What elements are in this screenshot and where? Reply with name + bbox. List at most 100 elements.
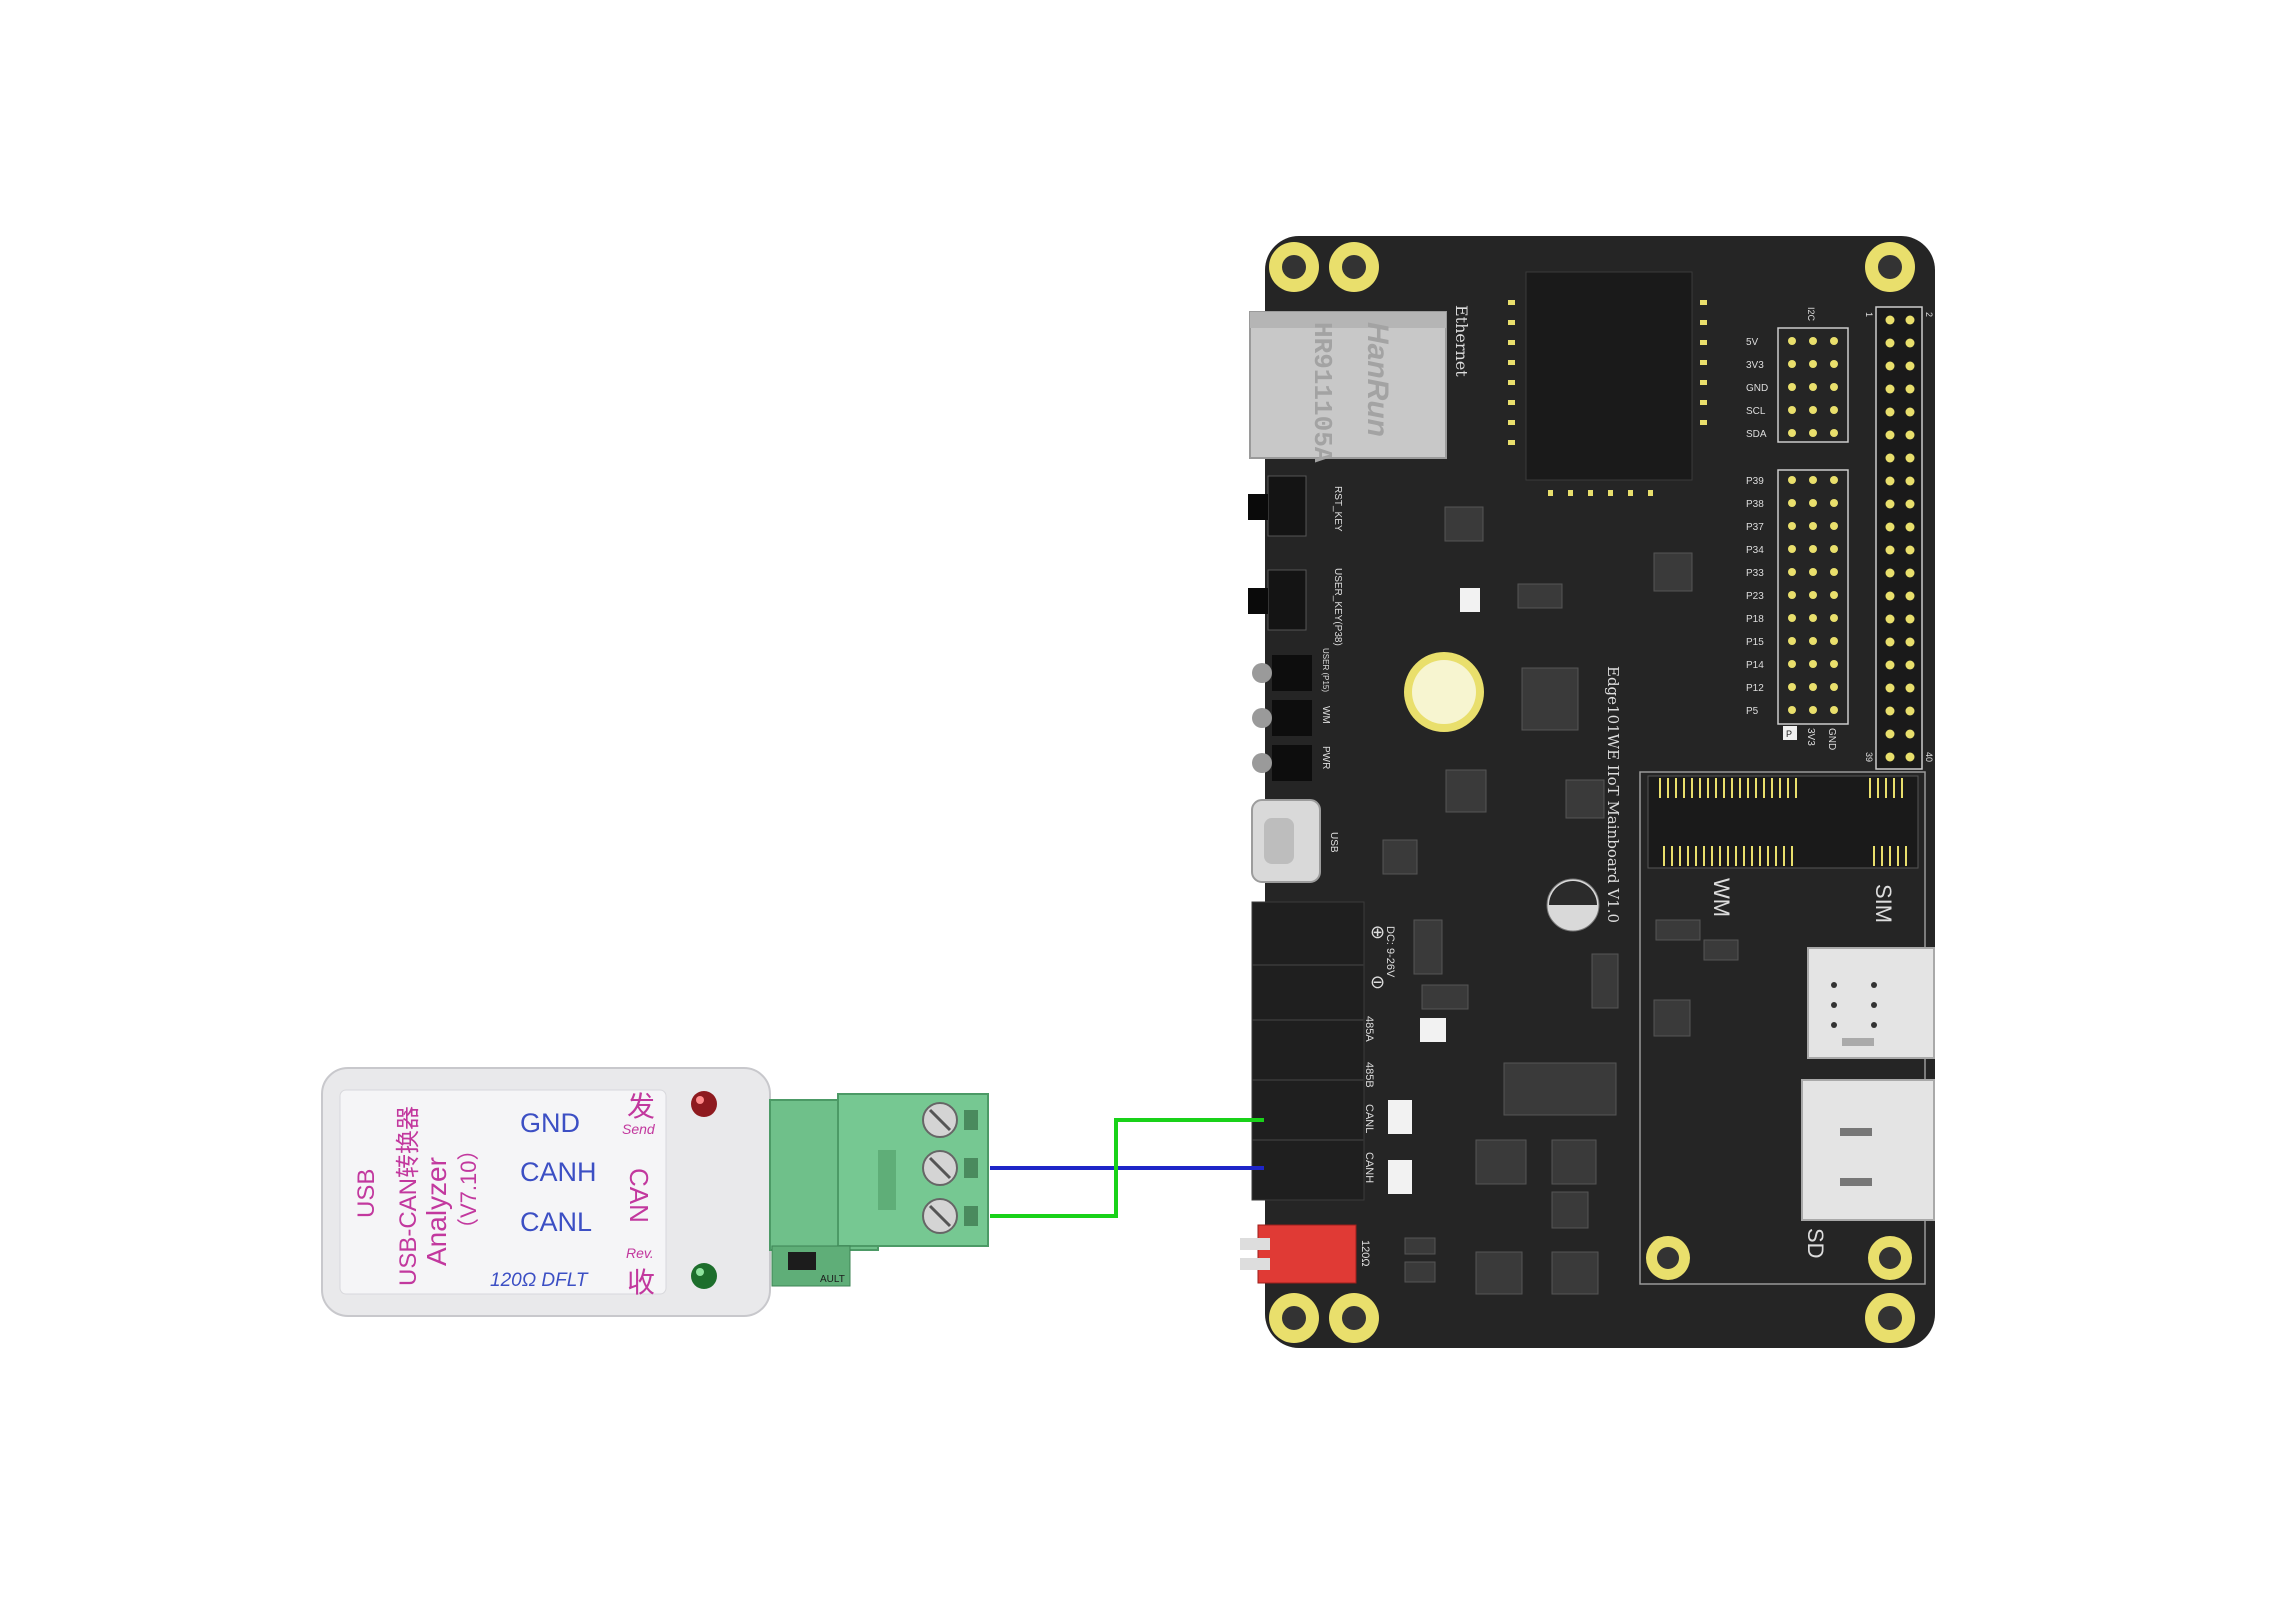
board-components: [1382, 506, 1739, 1295]
rj45-brand: HanRun: [1361, 322, 1394, 437]
usb-can-adapter: USB USB-CAN转换器 Analyzer （V7.10） GND CANH…: [321, 1067, 989, 1317]
ethernet-jack[interactable]: [1249, 311, 1447, 459]
soc-pads: [1508, 300, 1707, 496]
adapter-label-panel: [339, 1089, 667, 1295]
adapter-rev-en: Rev.: [626, 1245, 654, 1261]
terminal-screws: [922, 1102, 958, 1234]
pin-header-40: [1875, 306, 1923, 770]
header-pin: [1885, 499, 1895, 509]
i2c-pins: [1788, 337, 1838, 437]
i2c-pin-scl: SCL: [1746, 406, 1766, 417]
wire-canl-green: [990, 1118, 1264, 1218]
gpio-pin-p39: P39: [1746, 476, 1764, 487]
header-pin: [1885, 660, 1895, 670]
rst-key-label: RST_KEY: [1332, 486, 1343, 532]
header-pin: [1885, 384, 1895, 394]
led-label-wm: WM: [1320, 706, 1331, 724]
header-pin: [1905, 568, 1915, 578]
header-pin: [1905, 683, 1915, 693]
gpio-bottom-label-3v3: 3V3: [1805, 728, 1816, 746]
terminal-label-485a: 485A: [1363, 1016, 1375, 1042]
gpio-pin-p23: P23: [1746, 591, 1764, 602]
i2c-pin-gnd: GND: [1746, 383, 1768, 394]
header-pin: [1905, 752, 1915, 762]
adapter-title-en: Analyzer: [421, 1157, 452, 1266]
gpio-pins: [1788, 476, 1838, 714]
board-title: Edge101WE IIoT Mainboard V1.0: [1604, 666, 1622, 923]
adapter-pin-gnd: GND: [520, 1108, 580, 1138]
header-pin: [1885, 522, 1895, 532]
header-number-40: 40: [1924, 752, 1934, 762]
header-pin: [1905, 384, 1915, 394]
header-pin: [1905, 476, 1915, 486]
i2c-pin-3v3: 3V3: [1746, 360, 1764, 371]
header-pin: [1885, 568, 1895, 578]
sd-slot-label: SD: [1803, 1228, 1828, 1259]
terminal-label-canh: CANH: [1363, 1152, 1375, 1183]
sd-card-slot[interactable]: [1801, 1079, 1935, 1221]
header-pin: [1885, 361, 1895, 371]
header-pin: [1905, 499, 1915, 509]
dc-input-label: DC: 9-26V: [1384, 926, 1396, 978]
resistor-120-label: 120Ω: [1359, 1240, 1371, 1267]
header-pin: [1885, 453, 1895, 463]
header-pin: [1885, 476, 1895, 486]
wires: [990, 1118, 1264, 1218]
gpio-pin-p14: P14: [1746, 660, 1764, 671]
adapter-recv-cn: 收: [627, 1267, 655, 1298]
i2c-header-label: I2C: [1806, 307, 1816, 322]
header-pin: [1905, 729, 1915, 739]
user-key-button[interactable]: [1267, 569, 1307, 631]
header-pin: [1905, 637, 1915, 647]
header-number-39: 39: [1864, 752, 1874, 762]
wm-slot-label: WM: [1709, 878, 1734, 917]
adapter-usb-label: USB: [353, 1169, 380, 1218]
header-pin: [1905, 453, 1915, 463]
header-pin: [1905, 315, 1915, 325]
dc-plus-symbol: ⊕: [1370, 922, 1385, 942]
header-pin: [1905, 706, 1915, 716]
header-pin: [1905, 338, 1915, 348]
adapter-send-cn: 发: [627, 1091, 655, 1122]
gpio-pin-p37: P37: [1746, 522, 1764, 533]
header-pin: [1885, 683, 1895, 693]
adapter-pin-canh: CANH: [520, 1157, 597, 1187]
user-key-label: USER_KEY(P38): [1332, 568, 1343, 646]
gpio-pin-p34: P34: [1746, 545, 1764, 556]
terminal-label-canl: CANL: [1363, 1104, 1375, 1133]
header-number-1: 1: [1864, 312, 1874, 317]
header-pin: [1885, 407, 1895, 417]
termination-jumper[interactable]: [1257, 1224, 1357, 1284]
rst-key-button[interactable]: [1267, 475, 1307, 537]
i2c-header: [1777, 327, 1849, 443]
adapter-pin-canl: CANL: [520, 1207, 592, 1237]
i2c-pin-5v: 5V: [1746, 337, 1759, 348]
header-pin: [1885, 591, 1895, 601]
header-pin: [1905, 361, 1915, 371]
header-pin: [1905, 545, 1915, 555]
header-pin: [1885, 315, 1895, 325]
header-pin: [1885, 752, 1895, 762]
gpio-pin-p15: P15: [1746, 637, 1764, 648]
header-pin: [1885, 729, 1895, 739]
pin-header-40-pins: [1885, 315, 1915, 762]
gpio-pin-p12: P12: [1746, 683, 1764, 694]
header-pin: [1885, 614, 1895, 624]
terminal-label-485b: 485B: [1363, 1062, 1375, 1088]
gpio-pin-p18: P18: [1746, 614, 1764, 625]
gpio-bottom-label-gnd: GND: [1826, 728, 1837, 750]
header-number-2: 2: [1924, 312, 1934, 317]
gpio-pin-p5: P5: [1746, 706, 1759, 717]
gpio-bottom-label-p: P: [1786, 729, 1792, 739]
header-pin: [1885, 545, 1895, 555]
gpio-pin-p38: P38: [1746, 499, 1764, 510]
mainboard: HanRun HR911105A Ethernet RST_KEY USER_K…: [1240, 236, 1935, 1348]
header-pin: [1885, 430, 1895, 440]
header-pin: [1885, 706, 1895, 716]
adapter-jumper-label: AULT: [820, 1274, 845, 1285]
gpio-pin-p33: P33: [1746, 568, 1764, 579]
header-pin: [1905, 614, 1915, 624]
soc-module: [1525, 271, 1693, 481]
header-pin: [1905, 430, 1915, 440]
